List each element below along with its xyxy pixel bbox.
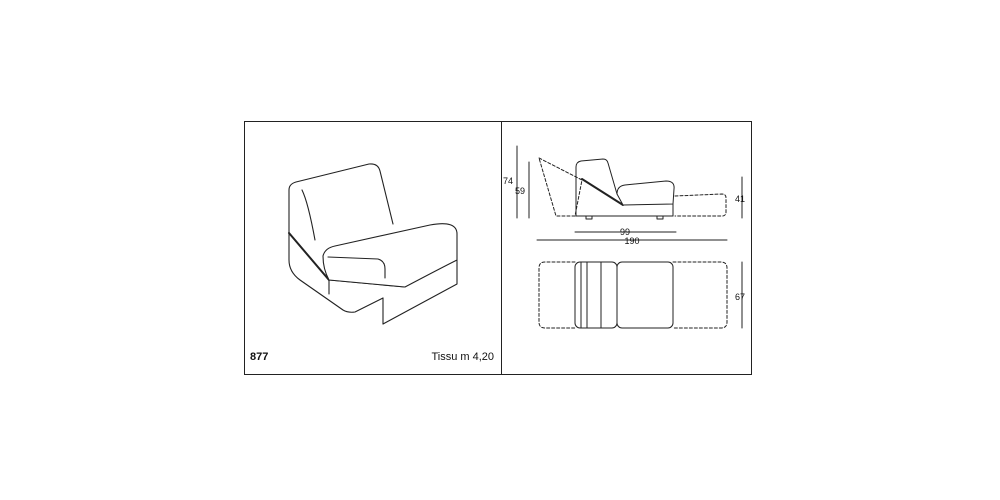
- dim-width: 67: [735, 292, 745, 302]
- dim-depth-reclined: 190: [624, 236, 639, 246]
- panel-divider: [501, 122, 502, 374]
- dim-height-total: 74: [503, 176, 513, 186]
- model-number: 877: [250, 351, 269, 363]
- dimension-drawings: 74 59 41 99 190 67: [503, 145, 745, 329]
- dim-seat-height: 41: [735, 194, 745, 204]
- fabric-quantity: Tissu m 4,20: [431, 351, 494, 363]
- dim-depth-upright: 99: [620, 227, 630, 237]
- dim-height-back: 59: [515, 186, 525, 196]
- chair-perspective-drawing: [288, 163, 458, 325]
- spec-sheet: 74 59 41 99 190 67 877 Tissu m 4,20: [244, 121, 752, 375]
